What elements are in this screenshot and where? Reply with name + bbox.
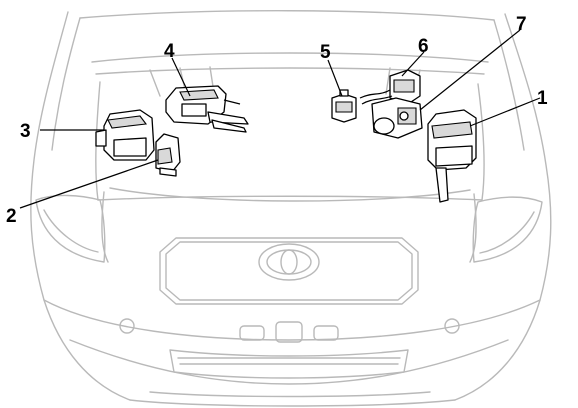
leader-2 bbox=[19, 159, 159, 209]
leader-4 bbox=[171, 57, 191, 97]
callout-2: 2 bbox=[6, 206, 17, 227]
part-3-relay-box bbox=[95, 109, 155, 161]
part-1-fuse-box bbox=[427, 109, 477, 203]
car-body-outline bbox=[30, 10, 552, 407]
callout-6: 6 bbox=[418, 36, 429, 57]
callout-7: 7 bbox=[516, 14, 527, 35]
part-7-actuator bbox=[371, 97, 423, 139]
leader-5 bbox=[327, 59, 343, 97]
leader-7 bbox=[419, 29, 521, 111]
leader-1 bbox=[469, 97, 541, 127]
leader-6 bbox=[401, 51, 425, 77]
part-4-module bbox=[165, 85, 249, 133]
callout-5: 5 bbox=[320, 42, 331, 63]
callout-3: 3 bbox=[20, 121, 31, 142]
leader-lines bbox=[19, 29, 541, 209]
part-5-relay bbox=[331, 89, 357, 123]
callout-1: 1 bbox=[537, 88, 548, 109]
callout-4: 4 bbox=[164, 41, 175, 62]
part-2-relay bbox=[155, 133, 181, 177]
callout-labels: 1 2 3 4 5 6 7 bbox=[6, 14, 548, 227]
